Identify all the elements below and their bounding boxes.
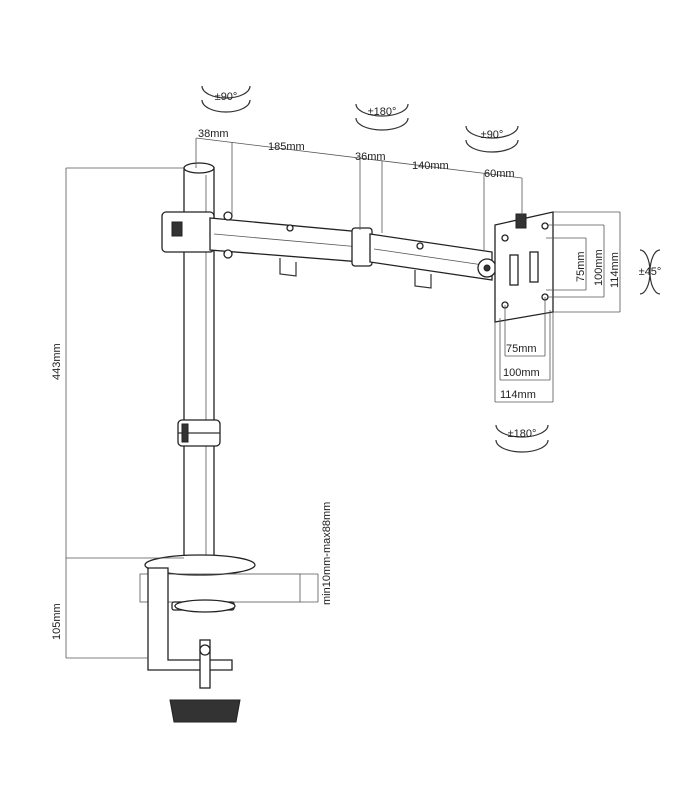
vesa-v114-label: 114mm (609, 252, 621, 288)
rotation-indicator-plate: ±180° (495, 424, 549, 453)
vesa-vertical-dimensions: 75mm 100mm 114mm (546, 211, 621, 313)
desk-range-dimension: min10mm-max88mm (300, 502, 333, 605)
dim-38-label: 38mm (198, 128, 229, 140)
dim-60-label: 60mm (484, 168, 515, 180)
rotation-indicator-tilt: ±45° (639, 249, 662, 295)
vesa-h114-label: 114mm (500, 389, 536, 401)
vesa-h75-label: 75mm (506, 343, 537, 355)
rotation-indicator-pole: ±90° (201, 85, 251, 113)
dim-185-label: 185mm (268, 141, 305, 153)
rotation-indicator-arm: ±180° (355, 103, 409, 131)
vesa-v100-label: 100mm (593, 249, 605, 286)
rotation-arm-label: ±180° (368, 106, 397, 118)
height-105-label: 105mm (51, 603, 63, 640)
dim-36-label: 36mm (355, 151, 386, 163)
vesa-h100-label: 100mm (503, 367, 540, 379)
rotation-plate-label: ±180° (508, 428, 537, 440)
desk-clamp (139, 554, 301, 723)
rotation-pole-label: ±90° (215, 91, 238, 103)
desk-range-label: min10mm-max88mm (321, 502, 333, 605)
height-collar (177, 419, 221, 447)
pole-height-dimension: 443mm (51, 167, 184, 559)
height-443-label: 443mm (51, 343, 63, 380)
rotation-head-label: ±90° (481, 129, 504, 141)
vesa-v75-label: 75mm (575, 251, 587, 282)
arm (161, 211, 497, 289)
rotation-tilt-label: ±45° (639, 266, 662, 278)
clamp-height-dimension: 105mm (51, 558, 148, 659)
dim-140-label: 140mm (412, 160, 449, 172)
vesa-plate (494, 211, 554, 323)
arm-dimension-line: 38mm 185mm 36mm 140mm 60mm (195, 128, 523, 250)
rotation-indicator-head: ±90° (465, 125, 519, 153)
vesa-horizontal-dimensions: 75mm 100mm 114mm (494, 297, 554, 403)
